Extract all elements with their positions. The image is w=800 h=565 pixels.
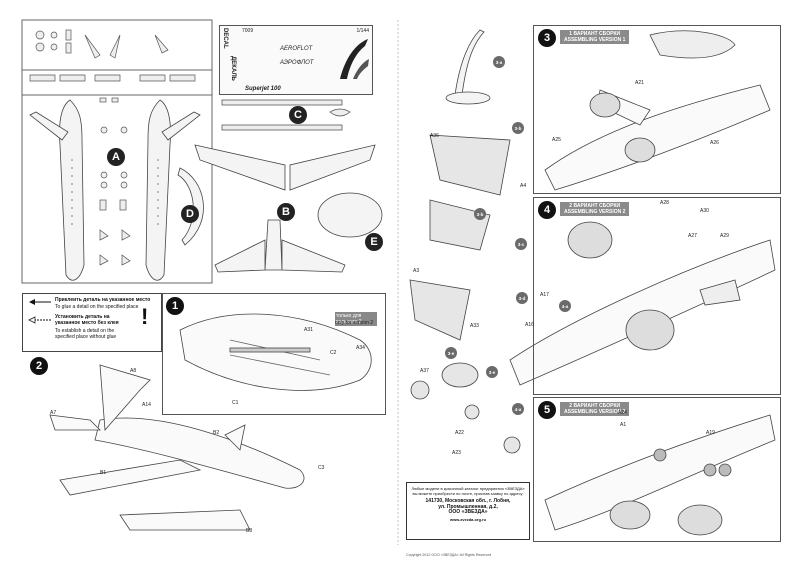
callout-a21: A21	[635, 80, 644, 86]
footer-site[interactable]: www.zvezda.org.ru	[449, 517, 487, 523]
footer-line2: вы можете приобрести по почте, прислав з…	[412, 491, 524, 497]
callout-a29: A29	[720, 233, 729, 239]
legend-noglue-ru: Установить деталь на указанное место без…	[55, 314, 119, 326]
substep-4a-2: 4-a	[512, 403, 524, 415]
part-label-d: D	[181, 205, 199, 223]
footer-addr3: ООО «ЗВЕЗДА»	[448, 508, 488, 515]
callout-a24: A24	[618, 410, 627, 416]
substep-3e-2: 3-e	[445, 347, 457, 359]
callout-a28: A28	[660, 200, 669, 206]
callout-c2: C2	[330, 350, 337, 356]
decal-sheet: DECAL ДЕКАЛЬ 7009 1/144 AEROFLOT АЭРОФЛО…	[219, 25, 373, 95]
substep-3c: 3-c	[515, 238, 527, 250]
substep-3b-2: 3-b	[474, 208, 486, 220]
callout-a22: A22	[455, 430, 464, 436]
substep-3a: 3-a	[493, 56, 505, 68]
step-4-number: 4	[538, 201, 556, 219]
legend-glue-ru: Приклеить деталь на указанное место	[55, 297, 151, 303]
callout-b1: B1	[100, 470, 107, 476]
callout-a27: A27	[688, 233, 697, 239]
callout-a16: A16	[525, 322, 534, 328]
callout-a14: A14	[142, 402, 151, 408]
decal-code: 7009	[242, 28, 254, 34]
callout-a37: A37	[420, 368, 429, 374]
part-label-e: E	[365, 233, 383, 251]
substep-3b: 3-b	[512, 122, 524, 134]
callout-a8: A8	[130, 368, 137, 374]
step-3-number: 3	[538, 29, 556, 47]
callout-a26: A26	[710, 140, 719, 146]
decal-tail-art	[340, 39, 369, 79]
symbol-legend: Приклеить деталь на указанное место To g…	[22, 293, 162, 352]
step-1-note-en: only for version 2	[335, 320, 374, 326]
step-5-panel	[533, 397, 781, 542]
callout-a4: A4	[520, 183, 527, 189]
decal-label-ru: ДЕКАЛЬ	[230, 56, 236, 81]
callout-a25: A25	[552, 137, 561, 143]
substep-3d: 3-d	[516, 292, 528, 304]
substep-3e: 3-e	[486, 366, 498, 378]
callout-a19: A19	[706, 430, 715, 436]
callout-a23: A23	[452, 450, 461, 456]
footer-addr2: ул. Промышленная, д.2,	[438, 503, 498, 510]
callout-a36: A36	[430, 133, 439, 139]
callout-a3: A3	[413, 268, 420, 274]
callout-a17: A17	[540, 292, 549, 298]
step-3-panel	[533, 25, 781, 194]
callout-a33: A33	[470, 323, 479, 329]
callout-a34: A34	[356, 345, 365, 351]
step-5-number: 5	[538, 401, 556, 419]
step-1-panel	[162, 293, 386, 415]
callout-c3: C3	[318, 465, 325, 471]
step-4-panel	[533, 197, 781, 395]
callout-a7: A7	[50, 410, 57, 416]
part-label-a: A	[107, 148, 125, 166]
decal-label: DECAL	[222, 28, 228, 49]
substep-4a: 4-a	[559, 300, 571, 312]
callout-b2: B2	[213, 430, 220, 436]
callout-a31: A31	[304, 327, 313, 333]
warning-mark: !	[141, 304, 149, 329]
decal-brand: AEROFLOT	[280, 46, 313, 52]
decal-title: Superjet 100	[245, 86, 281, 92]
decal-brand-ru: АЭРОФЛОТ	[280, 60, 314, 66]
legend-noglue-en: To establish a detail on the specified p…	[55, 328, 117, 340]
glue-arrow-icon	[29, 299, 51, 305]
noglue-arrow-icon	[28, 316, 51, 324]
part-label-b: B	[277, 203, 295, 221]
callout-a1: A1	[620, 422, 627, 428]
callout-a30: A30	[700, 208, 709, 214]
step-1-number: 1	[166, 297, 184, 315]
callout-c1: C1	[232, 400, 239, 406]
part-label-c: C	[289, 106, 307, 124]
footer-line1: Любые модели в красочный каталог предпри…	[411, 486, 525, 491]
decal-scale: 1/144	[356, 28, 369, 34]
footer-addr1: 141730, Московская обл., г. Лобня,	[425, 498, 511, 505]
step-2-number: 2	[30, 357, 48, 375]
legend-glue-en: To glue a detail on the specified place	[55, 304, 139, 310]
step-1-note: только для варианта 2	[335, 312, 377, 326]
callout-b3: B3	[246, 528, 253, 534]
catalog-footer: Любые модели в красочный каталог предпри…	[406, 482, 530, 540]
copyright-note: Copyright 2012 ООО «ЗВЕЗДА» All Rights R…	[406, 553, 492, 557]
